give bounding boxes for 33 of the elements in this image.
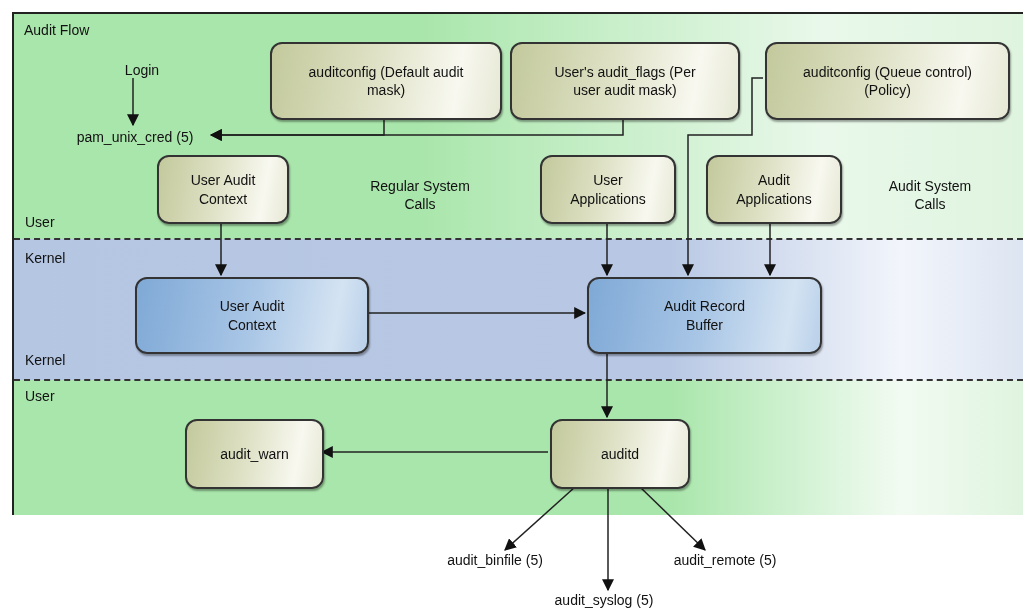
region-label: Audit System Calls bbox=[887, 178, 973, 213]
node-label: Login bbox=[114, 60, 170, 80]
region-label: Regular System Calls bbox=[369, 178, 471, 213]
arrow bbox=[682, 77, 764, 277]
process-box: auditconfig (Queue control) (Policy) bbox=[765, 42, 1010, 120]
node-label: pam_unix_cred (5) bbox=[60, 127, 210, 147]
process-box: User Audit Context bbox=[157, 155, 289, 224]
process-box: User Applications bbox=[540, 155, 676, 224]
layer-label: User bbox=[25, 214, 56, 232]
node-label: audit_syslog (5) bbox=[550, 590, 658, 610]
arrow bbox=[601, 221, 613, 277]
arrow bbox=[602, 486, 614, 592]
kernel-process-box: Audit Record Buffer bbox=[587, 277, 822, 354]
frame-title: Audit Flow bbox=[24, 22, 90, 38]
arrow bbox=[504, 486, 576, 551]
layer-label: User bbox=[25, 388, 56, 406]
arrow bbox=[215, 221, 227, 277]
arrow bbox=[639, 486, 706, 551]
process-box: audit_warn bbox=[185, 419, 324, 489]
process-box: auditd bbox=[550, 419, 690, 489]
layer-label: Kernel bbox=[25, 250, 67, 268]
process-box: auditconfig (Default audit mask) bbox=[270, 42, 502, 120]
node-label: audit_remote (5) bbox=[660, 550, 790, 570]
process-box: User's audit_flags (Per user audit mask) bbox=[510, 42, 740, 120]
kernel-process-box: User Audit Context bbox=[135, 277, 369, 354]
arrow bbox=[601, 351, 613, 419]
arrow bbox=[366, 307, 587, 319]
process-box: Audit Applications bbox=[706, 155, 842, 224]
node-label: audit_binfile (5) bbox=[430, 550, 560, 570]
arrow bbox=[209, 117, 624, 141]
arrow bbox=[127, 77, 139, 127]
layer-label: Kernel bbox=[25, 352, 67, 370]
arrow bbox=[764, 221, 776, 277]
